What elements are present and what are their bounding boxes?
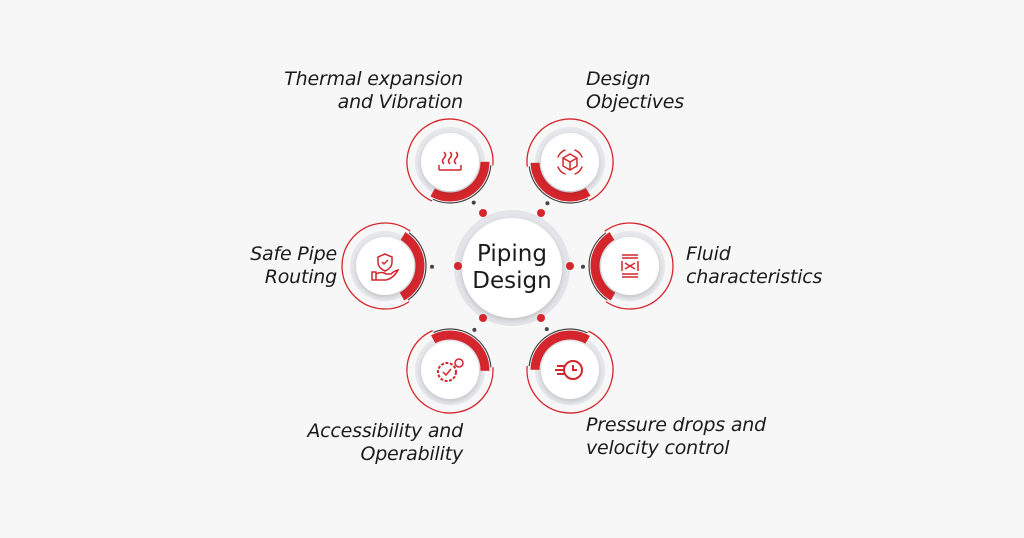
bubble-outline — [528, 328, 588, 367]
outer-ring — [526, 118, 614, 202]
center-title: Piping Design — [462, 218, 562, 318]
outer-ring — [406, 118, 494, 202]
node-circle — [356, 237, 414, 295]
speed-clock-icon — [555, 360, 583, 380]
outer-ring — [604, 222, 674, 310]
fluid-flow-icon — [621, 254, 639, 278]
bubble-tail — [471, 200, 476, 205]
bubble-outline — [433, 328, 492, 368]
bubble-outline — [528, 166, 589, 204]
red-arc — [431, 330, 490, 371]
connector-dot — [454, 262, 462, 270]
red-arc — [430, 161, 490, 202]
cube-icon — [557, 149, 583, 175]
bubble-tail — [544, 327, 549, 332]
node-circle — [541, 341, 599, 399]
bubble-tail — [545, 201, 550, 206]
center-circle — [462, 218, 562, 318]
connector-dot — [537, 209, 545, 217]
connector-dot — [479, 314, 487, 322]
node-access — [406, 327, 494, 414]
node-circle — [421, 133, 479, 191]
bubble-outline — [432, 165, 492, 204]
connector-dot — [566, 262, 574, 270]
bubble-outline — [588, 232, 608, 301]
heat-waves-icon — [438, 151, 462, 171]
bubble-outline — [407, 232, 427, 301]
gear-check-icon — [437, 358, 464, 382]
node-routing — [341, 222, 434, 310]
outer-ring — [526, 330, 614, 414]
red-arc — [530, 330, 590, 371]
connector-dot — [537, 314, 545, 322]
red-arc — [530, 162, 591, 202]
node-thermal — [406, 118, 494, 205]
red-arc — [590, 232, 616, 301]
bubble-tail — [429, 264, 434, 269]
connector-dot — [479, 209, 487, 217]
center-title-line1: Piping — [477, 241, 547, 267]
outer-ring — [341, 222, 411, 310]
center-title-line2: Design — [472, 268, 552, 294]
red-arc — [399, 232, 425, 301]
node-fluid — [581, 222, 674, 310]
bubble-tail — [581, 264, 586, 269]
bubble-tail — [472, 327, 477, 332]
node-pressure — [526, 327, 614, 414]
node-objectives — [526, 118, 614, 206]
outer-ring — [406, 330, 494, 414]
hand-shield-icon — [371, 253, 400, 281]
